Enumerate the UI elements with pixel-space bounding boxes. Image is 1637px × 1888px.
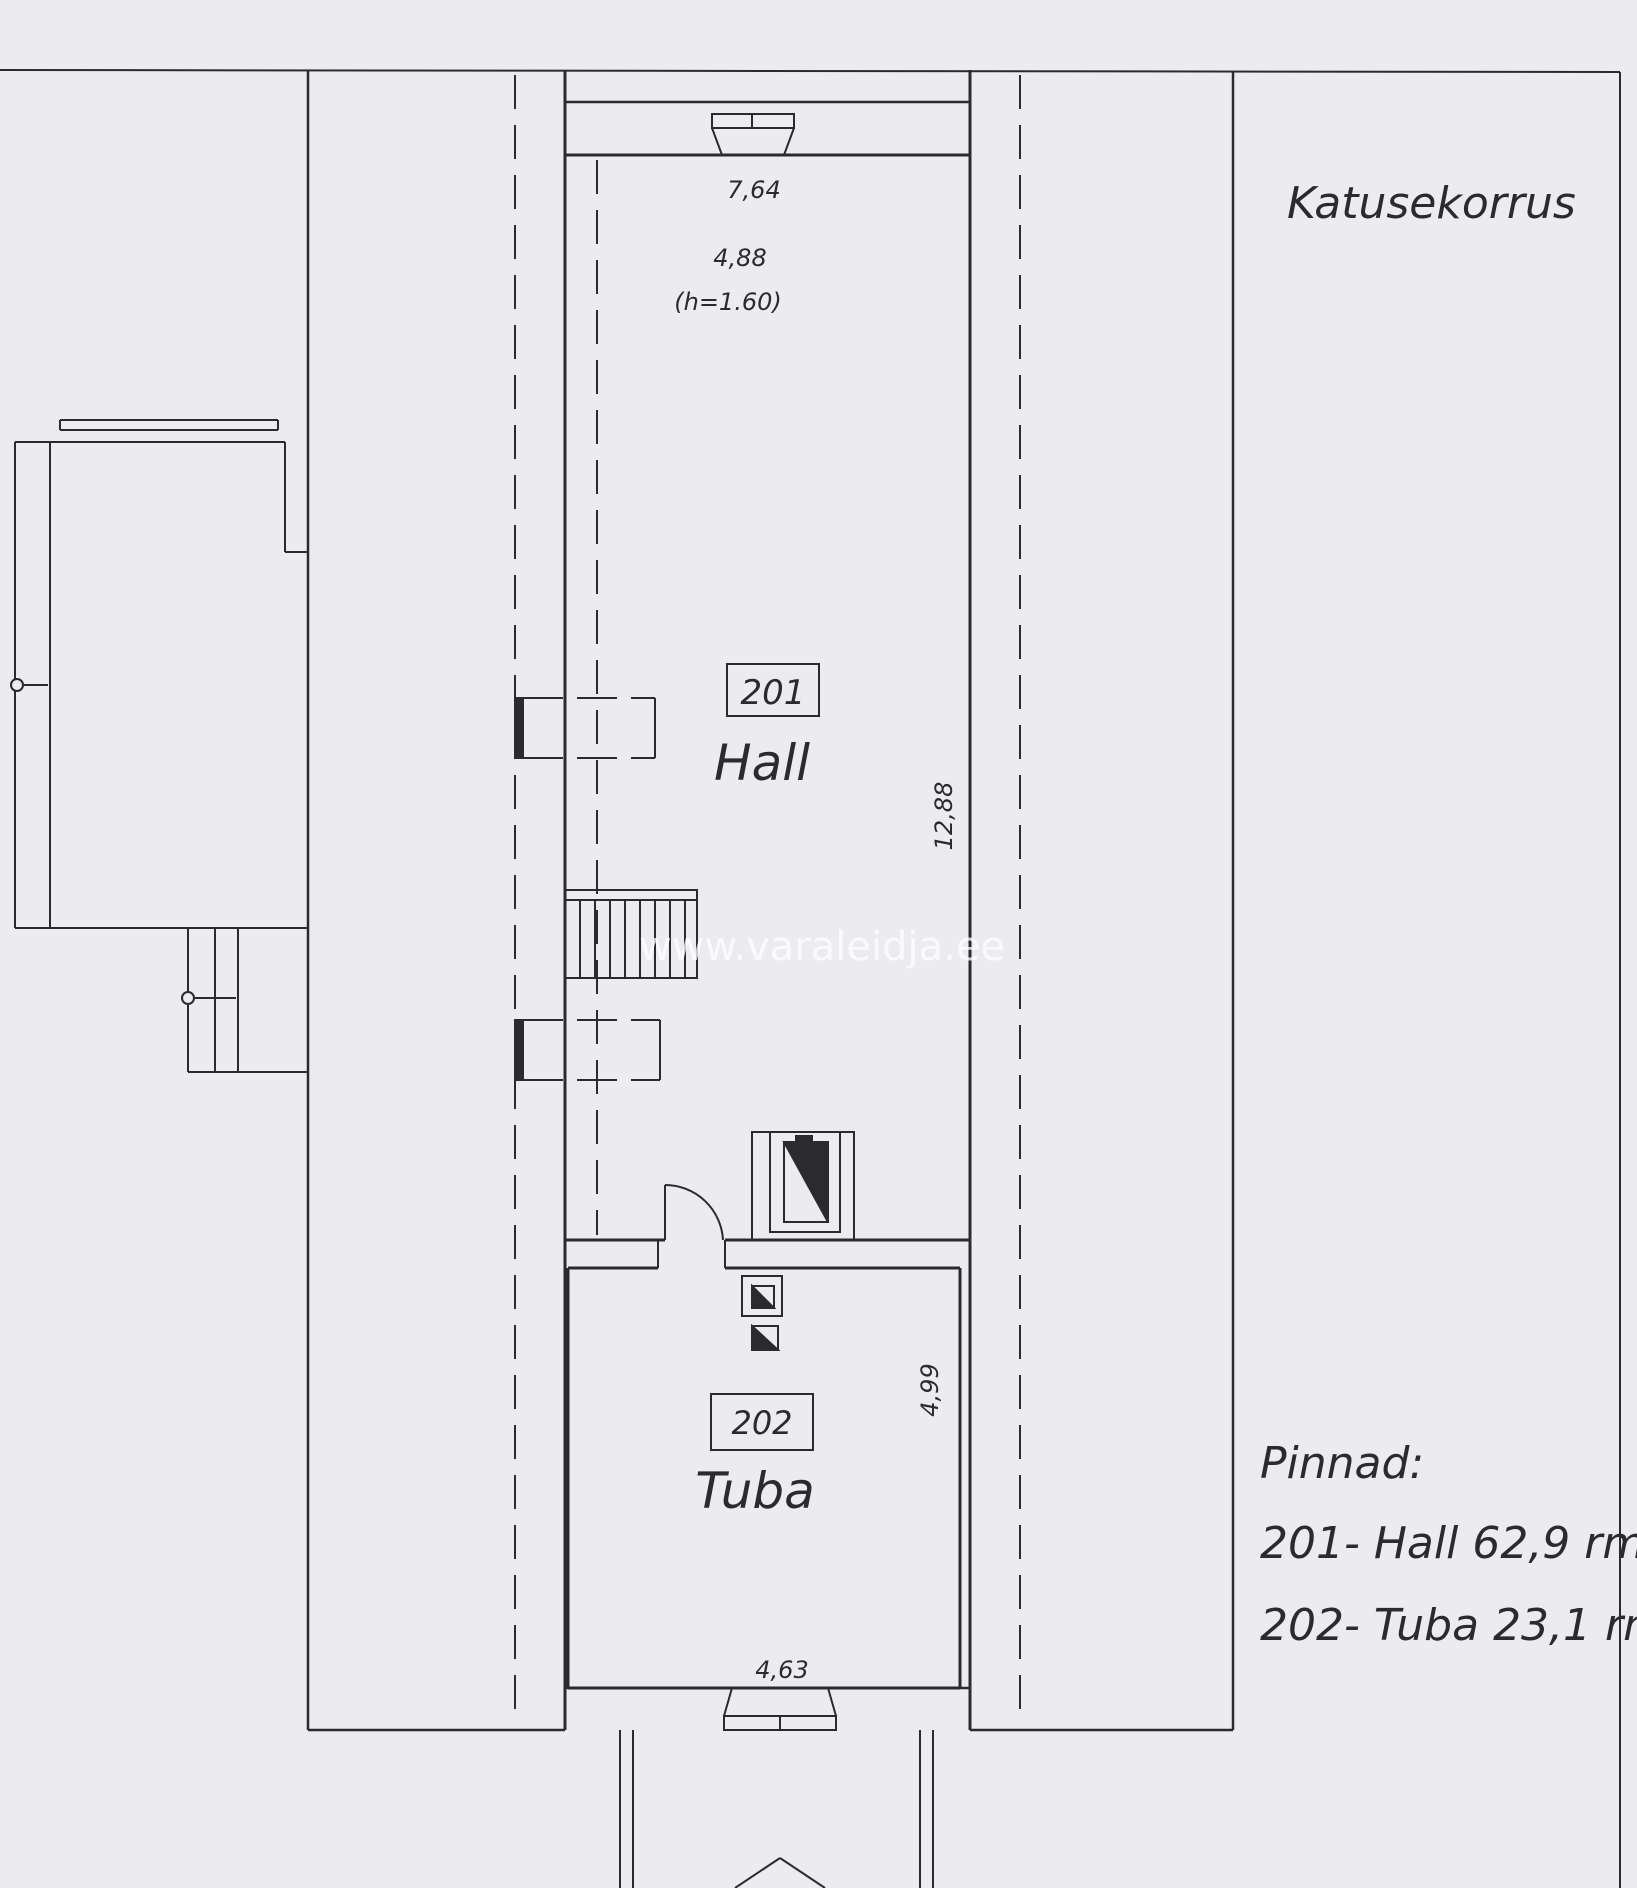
sheet-title: Katusekorrus bbox=[1287, 178, 1576, 229]
skylight-2 bbox=[514, 1019, 661, 1081]
vent-2 bbox=[751, 1323, 781, 1351]
bottom-entrance bbox=[619, 1730, 934, 1888]
dim-height-note: (h=1.60) bbox=[674, 288, 781, 316]
roof-window-bottom bbox=[723, 1687, 837, 1731]
area-line-201: 201- Hall 62,9 rm2 bbox=[1260, 1518, 1637, 1569]
vent-1 bbox=[741, 1275, 783, 1317]
roof-window-top bbox=[711, 113, 795, 156]
door-202 bbox=[657, 1183, 726, 1268]
height-limit-lines bbox=[514, 75, 1021, 1725]
dim-tuba-width: 4,63 bbox=[755, 1656, 808, 1684]
staircase bbox=[564, 889, 698, 979]
chimney bbox=[751, 1131, 855, 1241]
watermark: www.varaleidja.ee bbox=[639, 924, 1005, 970]
skylight-1 bbox=[514, 697, 656, 759]
dim-hall-width: 7,64 bbox=[727, 176, 780, 204]
left-extension bbox=[10, 419, 308, 929]
room-number-202: 202 bbox=[731, 1404, 792, 1442]
dim-hall-length: 12,88 bbox=[930, 782, 958, 851]
room-number-201: 201 bbox=[741, 673, 806, 713]
left-porch bbox=[181, 928, 308, 1073]
areas-heading: Pinnad: bbox=[1260, 1438, 1424, 1489]
room-tag-box-202 bbox=[710, 1393, 814, 1451]
sheet-border bbox=[0, 69, 1621, 1888]
area-line-202: 202- Tuba 23,1 rm2 bbox=[1260, 1600, 1637, 1651]
room-name-201: Hall bbox=[714, 734, 810, 792]
room-name-202: Tuba bbox=[695, 1462, 815, 1520]
room-tag-box-201 bbox=[726, 663, 820, 717]
dim-tuba-length: 4,99 bbox=[916, 1363, 944, 1416]
dim-hall-inner-width: 4,88 bbox=[713, 244, 766, 272]
roof-outline bbox=[306, 70, 1235, 1732]
